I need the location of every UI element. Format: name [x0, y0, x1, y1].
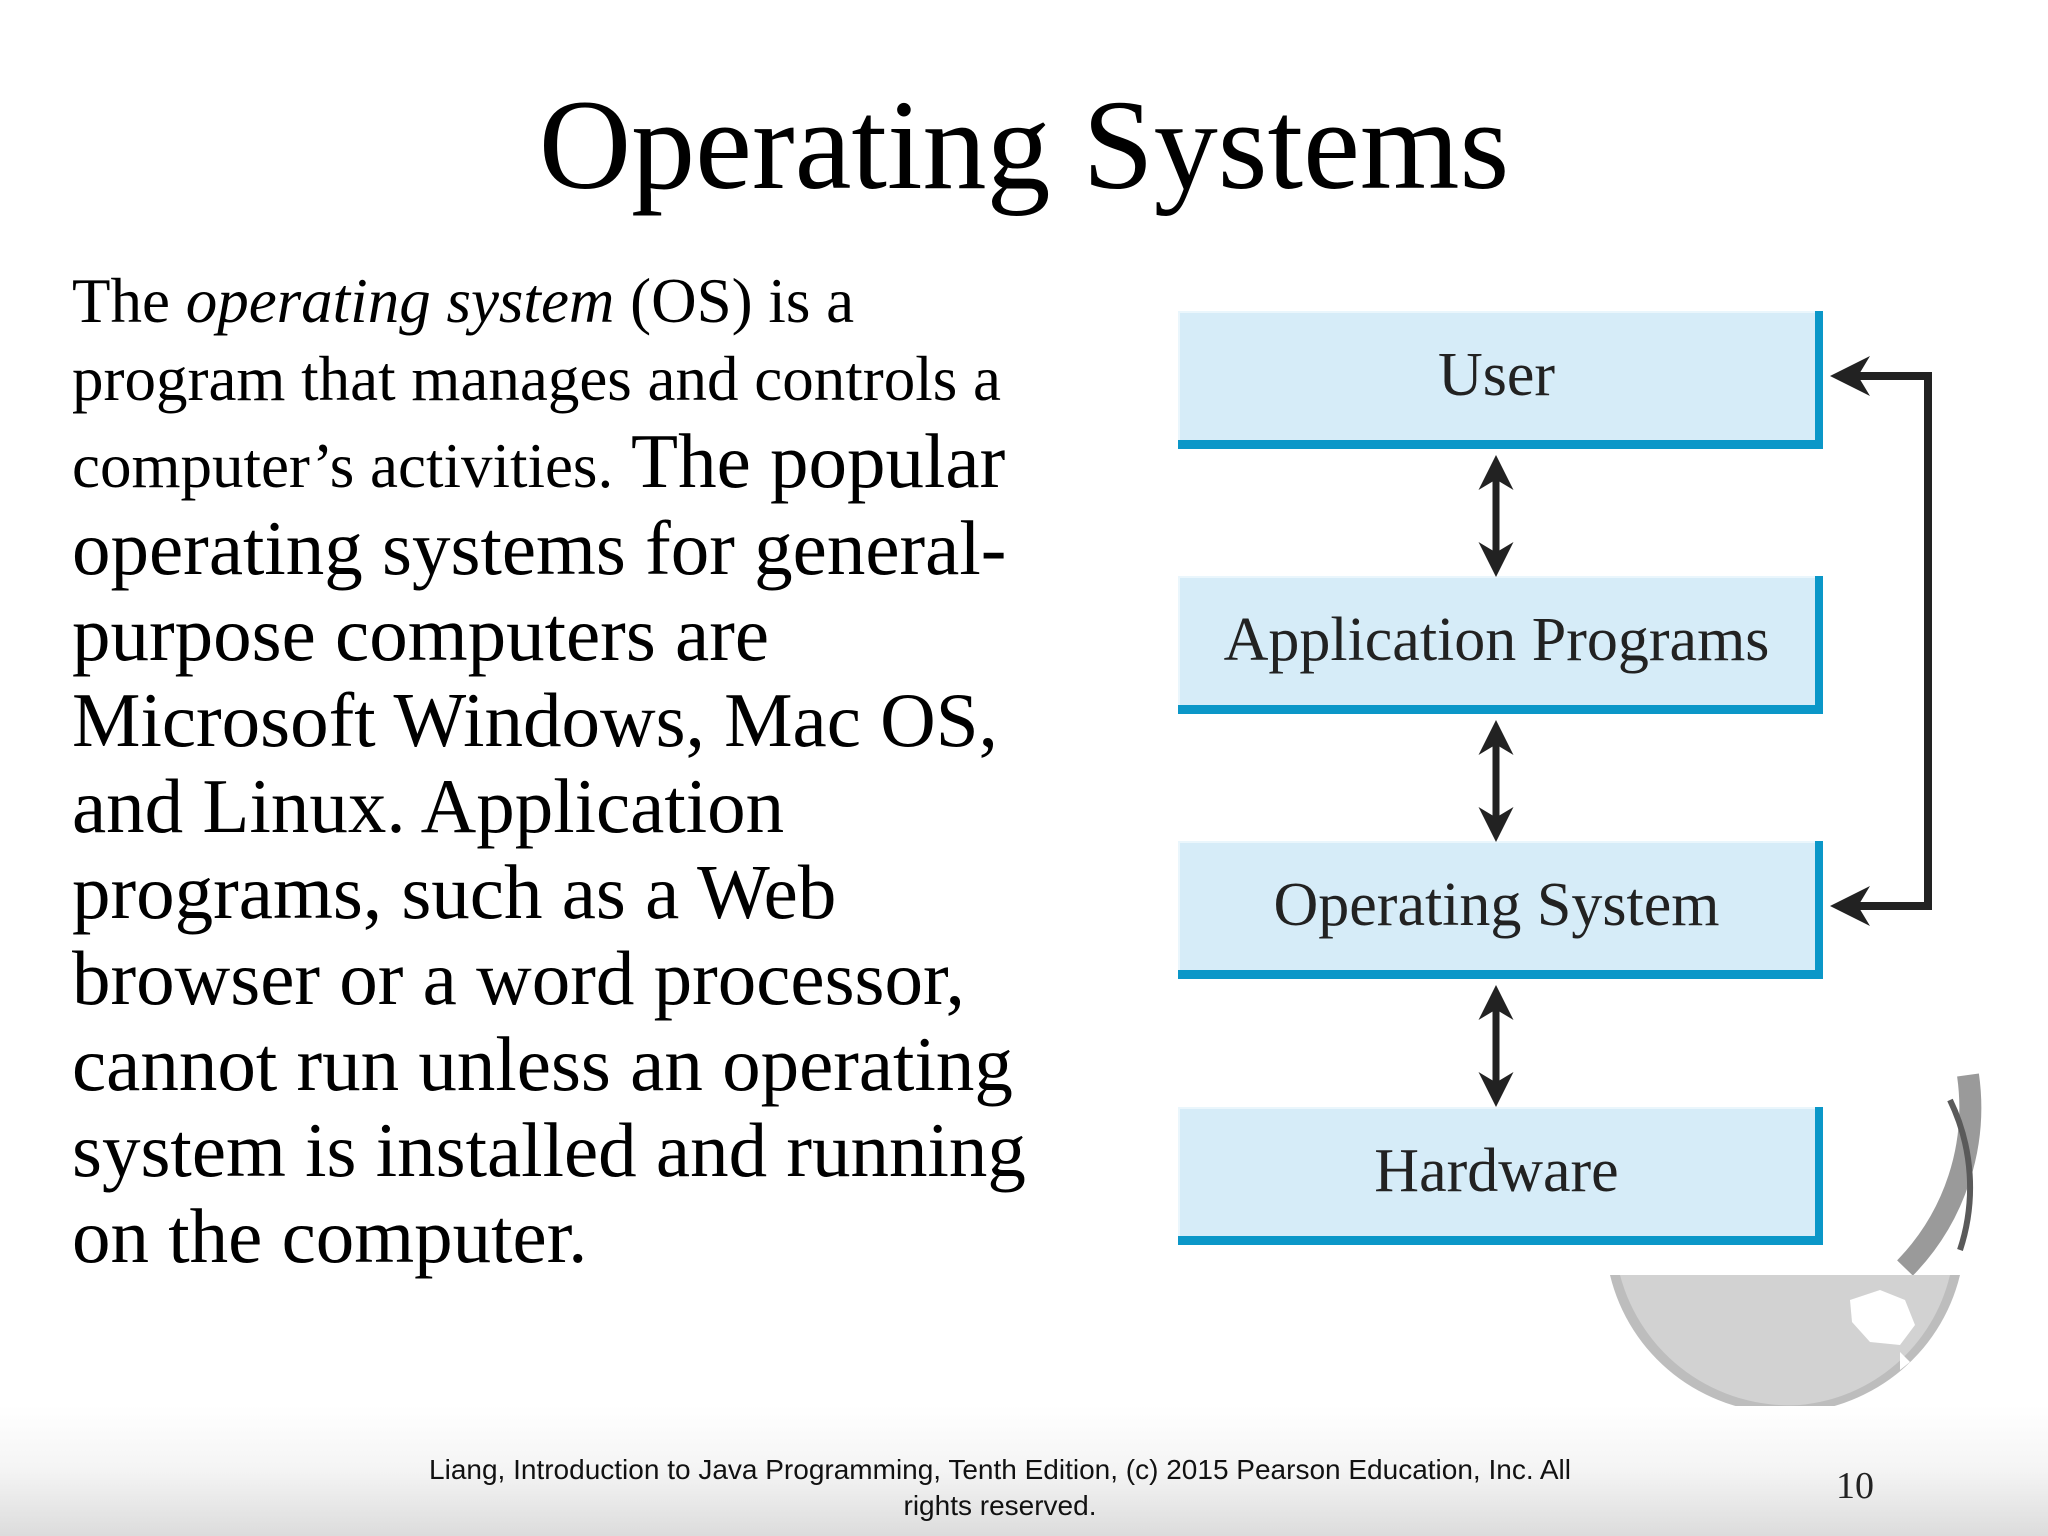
layer-label-user: User — [1437, 341, 1556, 409]
layer-box-hardware: Hardware — [1178, 1107, 1823, 1245]
body-paragraph: The operating system (OS) is a program t… — [72, 262, 1072, 1279]
body-text-emphasis: operating system — [185, 266, 615, 336]
body-text-intro: The operating system (OS) is a program t… — [72, 266, 1001, 501]
slide-title: Operating Systems — [538, 74, 1510, 216]
page-number: 10 — [1836, 1465, 1874, 1507]
layer-label-hardware: Hardware — [1374, 1137, 1619, 1205]
footer-citation: Liang, Introduction to Java Programming,… — [429, 1454, 1571, 1521]
layer-box-operating-system: Operating System — [1178, 841, 1823, 979]
layer-label-application-programs: Application Programs — [1223, 606, 1770, 674]
footer-bar — [0, 1406, 2048, 1536]
user-os-bracket-arrow — [1830, 356, 1932, 926]
body-text-part: (OS) is a program that manages and contr… — [72, 266, 1001, 501]
layer-box-application-programs: Application Programs — [1178, 576, 1823, 714]
layer-box-user: User — [1178, 311, 1823, 449]
body-text-main: The popular operating systems for genera… — [72, 418, 1026, 1279]
body-text-part: The — [72, 266, 186, 336]
layer-label-operating-system: Operating System — [1273, 871, 1720, 939]
